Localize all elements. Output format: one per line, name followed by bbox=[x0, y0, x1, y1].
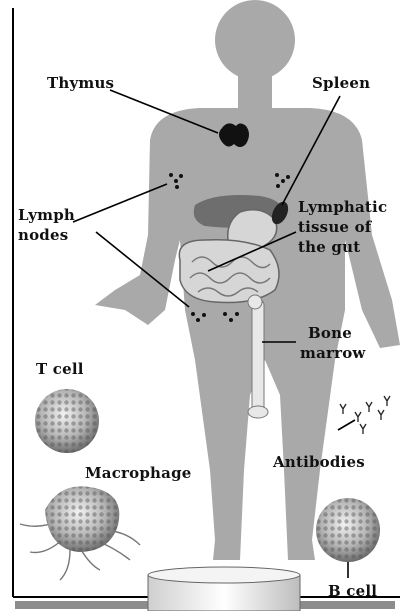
label-bone-line2: marrow bbox=[300, 344, 366, 362]
label-lymph-nodes-line1: Lymph bbox=[18, 206, 75, 224]
label-spleen: Spleen bbox=[312, 74, 370, 92]
label-lymph-nodes-line2: nodes bbox=[18, 226, 68, 244]
label-gut-line1: Lymphatic bbox=[298, 198, 387, 216]
macrophage-illustration bbox=[20, 486, 140, 580]
pedestal bbox=[148, 567, 300, 611]
label-macrophage: Macrophage bbox=[85, 464, 192, 482]
antibodies-molecules bbox=[340, 396, 390, 434]
label-thymus: Thymus bbox=[47, 74, 114, 92]
label-bone-line1: Bone bbox=[308, 324, 352, 342]
gut-intestines bbox=[179, 240, 279, 303]
b-cell-illustration bbox=[316, 498, 380, 578]
label-t-cell: T cell bbox=[36, 360, 84, 378]
label-gut-line2: tissue of bbox=[298, 218, 373, 236]
label-b-cell: B cell bbox=[328, 582, 377, 600]
label-antibodies: Antibodies bbox=[272, 453, 365, 471]
t-cell-illustration bbox=[35, 389, 99, 453]
thymus-organ bbox=[219, 123, 249, 147]
label-gut-line3: the gut bbox=[298, 238, 360, 256]
